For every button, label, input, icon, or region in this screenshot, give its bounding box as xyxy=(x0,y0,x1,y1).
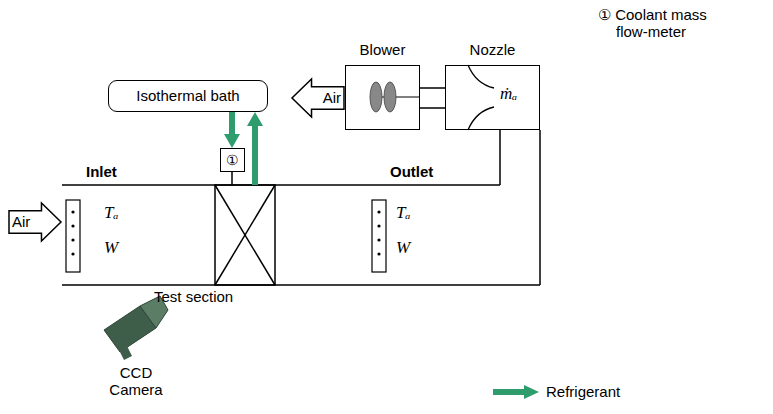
symbol-label: W xyxy=(396,238,410,258)
node-text: Air xyxy=(323,89,345,106)
camera-label: CCD Camera xyxy=(104,364,168,399)
node-text: Test section xyxy=(154,288,233,305)
legend-text: Refrigerant xyxy=(546,383,620,400)
symbol-label: W xyxy=(104,238,118,258)
duct-walls xyxy=(62,130,540,285)
duct: InletOutletTest section xyxy=(62,185,540,285)
blower-box: Blower xyxy=(345,65,420,130)
node-text: Isothermal bath xyxy=(136,87,239,104)
symbol-label: Tₐ xyxy=(396,203,410,223)
bath-box: Isothermal bath xyxy=(108,80,268,112)
connector xyxy=(500,130,501,185)
node-text: Outlet xyxy=(390,163,433,180)
connector xyxy=(232,172,233,185)
node-text: Blower xyxy=(360,41,406,58)
inlet-sensor-grid xyxy=(66,200,80,272)
outlet-sensor-grid xyxy=(372,200,386,272)
nozzle-box: Nozzleṁₐ xyxy=(445,65,540,130)
air-arrow: Air xyxy=(291,78,345,118)
blower-neck xyxy=(420,88,445,108)
nozzle-contour xyxy=(468,65,494,130)
flow-meter-box: ① xyxy=(220,148,245,172)
air-arrow: Air xyxy=(8,202,62,242)
fan-symbol xyxy=(370,82,420,112)
test-section-box xyxy=(215,185,275,285)
node-text: ṁₐ xyxy=(500,84,517,104)
connector xyxy=(247,112,263,185)
ccd-camera-symbol xyxy=(104,296,168,360)
callout-legend: ① Coolant mass flow-meter xyxy=(598,6,723,41)
node-text: Air xyxy=(8,213,30,230)
symbol-label: Tₐ xyxy=(104,203,118,223)
node-text: Nozzle xyxy=(470,41,516,58)
node-text: Inlet xyxy=(86,163,117,180)
legend-arrow-sample xyxy=(492,384,540,400)
connector xyxy=(224,112,240,148)
node-text: ① xyxy=(226,152,239,168)
